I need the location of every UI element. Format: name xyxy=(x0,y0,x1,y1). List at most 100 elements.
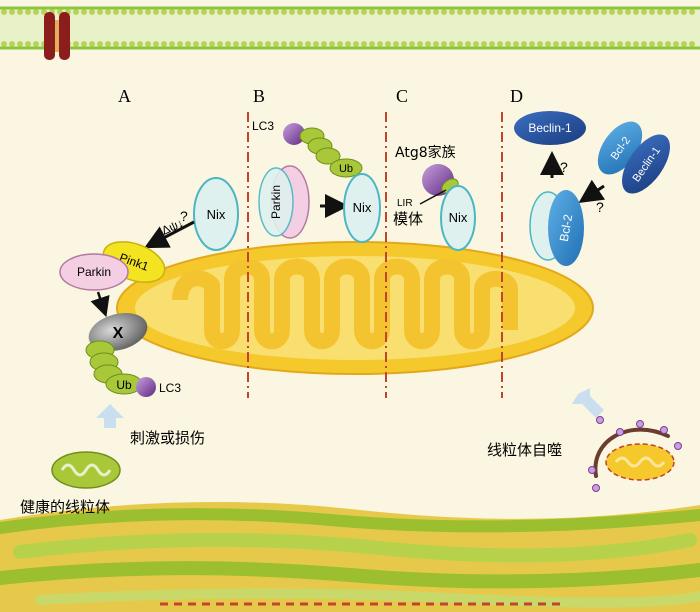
membrane-lipid-dot xyxy=(433,9,439,15)
membrane-lipid-dot xyxy=(689,9,695,15)
membrane-lipid-dot xyxy=(281,9,287,15)
membrane-lipid-dot xyxy=(457,41,463,47)
membrane-lipid-dot xyxy=(113,9,119,15)
membrane-lipid-dot xyxy=(409,9,415,15)
membrane-lipid-dot xyxy=(225,9,231,15)
nix-protein-a: Nix xyxy=(193,177,239,251)
arrow-up-icon-a xyxy=(96,404,124,428)
panel-label-b: B xyxy=(253,86,265,106)
membrane-lipid-dot xyxy=(609,41,615,47)
lc3-protein-b: LC3 xyxy=(252,119,305,145)
nix-label-b: Nix xyxy=(353,200,372,215)
membrane-lipid-dot xyxy=(169,9,175,15)
membrane-lipid-dot xyxy=(529,9,535,15)
membrane-lipid-dot xyxy=(337,41,343,47)
parkin-protein-b: Parkin xyxy=(258,165,310,239)
membrane-lipid-dot xyxy=(361,41,367,47)
membrane-lipid-dot xyxy=(497,9,503,15)
cell-membrane-top xyxy=(0,0,700,58)
parkin-label-b: Parkin xyxy=(269,185,283,219)
membrane-lipid-dot xyxy=(577,9,583,15)
beclin1-protein-free: Beclin-1 xyxy=(514,111,586,145)
membrane-lipid-dot xyxy=(97,9,103,15)
membrane-lipid-dot xyxy=(25,9,31,15)
lc3-protein-a: LC3 xyxy=(136,377,181,397)
membrane-lipid-dot xyxy=(265,41,271,47)
lir-pointer xyxy=(419,189,447,205)
membrane-lipid-dot xyxy=(297,9,303,15)
membrane-lipid-dot xyxy=(81,9,87,15)
membrane-lipid-dot xyxy=(393,9,399,15)
bcl2-label-membrane: Bcl-2 xyxy=(557,213,576,243)
membrane-lipid-dot xyxy=(89,41,95,47)
membrane-lipid-dot xyxy=(641,9,647,15)
membrane-lipid-dot xyxy=(1,41,7,47)
beclin1-label-free: Beclin-1 xyxy=(528,121,572,135)
membrane-lipid-dot xyxy=(153,41,159,47)
parkin-protein-a: Parkin xyxy=(59,253,129,291)
membrane-lipid-dot xyxy=(313,41,319,47)
membrane-lipid-dot xyxy=(105,41,111,47)
membrane-lipid-dot xyxy=(401,41,407,47)
membrane-lipid-dot xyxy=(601,9,607,15)
membrane-lipid-dot xyxy=(305,41,311,47)
membrane-lipid-dot xyxy=(233,9,239,15)
membrane-lipid-dot xyxy=(17,41,23,47)
membrane-lipid-dot xyxy=(329,41,335,47)
lc3-label-a: LC3 xyxy=(159,381,181,395)
membrane-lipid-dot xyxy=(537,9,543,15)
membrane-lipid-dot xyxy=(433,41,439,47)
membrane-lipid-dot xyxy=(409,41,415,47)
nix-label-c: Nix xyxy=(449,210,468,225)
panel-label-c: C xyxy=(396,86,408,106)
membrane-lipid-dot xyxy=(577,41,583,47)
membrane-lipid-dot xyxy=(513,9,519,15)
membrane-lipid-dot xyxy=(89,9,95,15)
membrane-lipid-dot xyxy=(465,41,471,47)
membrane-lipid-dot xyxy=(657,41,663,47)
stimulus-caption: 刺激或损伤 xyxy=(130,429,205,447)
membrane-lipid-dot xyxy=(281,41,287,47)
membrane-lipid-dot xyxy=(673,41,679,47)
membrane-lipid-dot xyxy=(689,41,695,47)
membrane-lipid-dot xyxy=(353,41,359,47)
membrane-lipid-dot xyxy=(297,41,303,47)
membrane-lipid-dot xyxy=(617,41,623,47)
arrow-down-right-icon xyxy=(572,388,604,418)
mitophagy-caption: 线粒体自噬 xyxy=(487,441,562,459)
membrane-lipid-dot xyxy=(481,9,487,15)
mitochondrion xyxy=(116,241,594,375)
membrane-lipid-dot xyxy=(329,9,335,15)
question-mark-a: ? xyxy=(180,208,188,224)
membrane-lipid-dot xyxy=(145,41,151,47)
membrane-lipid-dot xyxy=(233,41,239,47)
membrane-lipid-dot xyxy=(225,41,231,47)
membrane-lipid-dot xyxy=(249,41,255,47)
membrane-lipid-dot xyxy=(681,9,687,15)
membrane-lipid-dot xyxy=(641,41,647,47)
membrane-lipid-dot xyxy=(185,9,191,15)
membrane-lipid-dot xyxy=(33,9,39,15)
panel-label-d: D xyxy=(510,86,523,106)
membrane-lipid-dot xyxy=(97,41,103,47)
membrane-lipid-dot xyxy=(633,41,639,47)
membrane-lipid-dot xyxy=(217,41,223,47)
membrane-lipid-dot xyxy=(529,41,535,47)
membrane-lipid-dot xyxy=(289,9,295,15)
membrane-lipid-dot xyxy=(289,41,295,47)
membrane-lipid-dot xyxy=(625,41,631,47)
membrane-lipid-dot xyxy=(345,41,351,47)
panel-label-a: A xyxy=(118,86,131,106)
membrane-lipid-dot xyxy=(313,9,319,15)
membrane-lipid-dot xyxy=(257,9,263,15)
nix-label-a: Nix xyxy=(207,207,226,222)
membrane-lipid-dot xyxy=(449,9,455,15)
membrane-lipid-dot xyxy=(385,41,391,47)
membrane-lipid-dot xyxy=(17,9,23,15)
nix-protein-b: Nix xyxy=(343,173,381,243)
ubiquitin-chain-b: Ub xyxy=(299,127,363,178)
arrow-nix-to-pink1 xyxy=(144,220,195,249)
membrane-lipid-dot xyxy=(425,9,431,15)
membrane-lipid-dot xyxy=(241,9,247,15)
